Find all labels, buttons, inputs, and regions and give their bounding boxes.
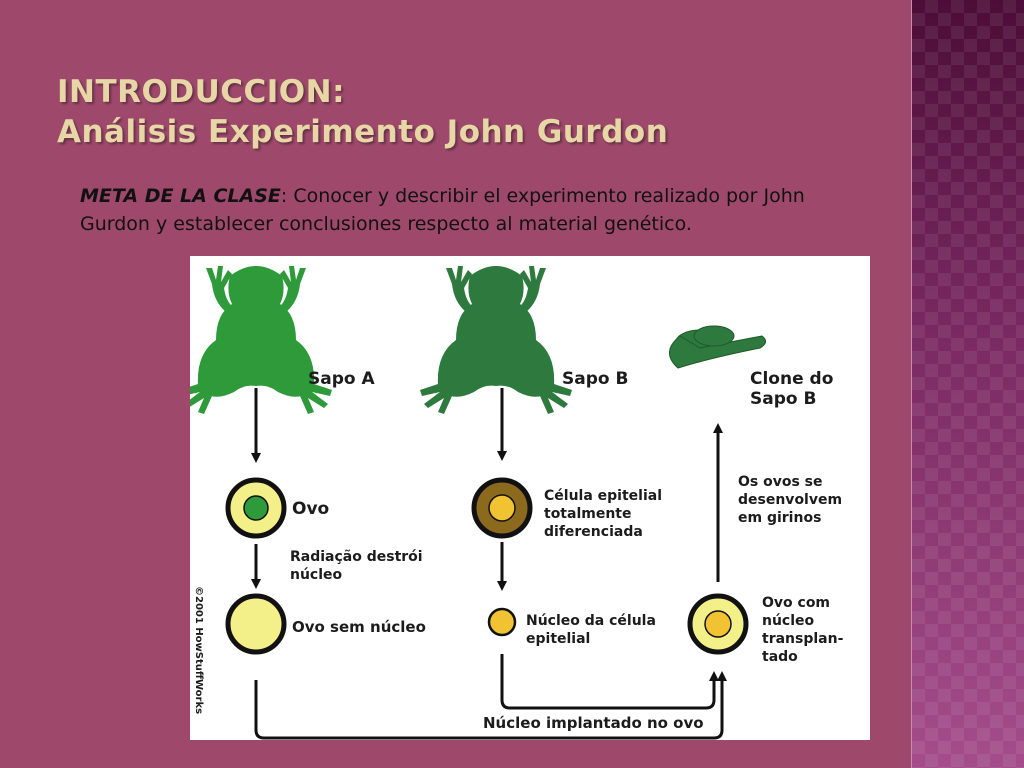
goal-text: : Conocer y describir el experimento rea…	[80, 185, 805, 235]
label-frog-a: Sapo A	[308, 369, 375, 389]
label-transplanted-line2: núcleo	[762, 613, 815, 629]
slide-title: INTRODUCCION: Análisis Experimento John …	[57, 72, 668, 152]
label-egg-no-nucleus: Ovo sem núcleo	[292, 618, 426, 636]
epithelial-cell	[471, 477, 533, 539]
label-implanted: Núcleo implantado no ovo	[483, 714, 704, 732]
label-transplanted-line3: transplan-	[762, 631, 844, 647]
label-radiation-line2: núcleo	[290, 567, 343, 583]
label-develop-line3: em girinos	[738, 510, 821, 526]
implanted-label-background	[480, 711, 710, 733]
label-develop-line1: Os ovos se	[738, 474, 823, 490]
path-empty-egg-to-transplant	[254, 671, 727, 740]
path-nucleus-to-transplant	[500, 654, 719, 710]
label-epithelial-line2: totalmente	[544, 506, 632, 522]
egg-with-nucleus	[225, 477, 287, 539]
epithelial-nucleus	[487, 607, 517, 637]
label-clone-line1: Clone do	[750, 369, 833, 389]
label-develop-line2: desenvolvem	[738, 492, 842, 508]
egg-without-nucleus	[225, 593, 287, 655]
goal-label: META DE LA CLASE	[80, 185, 281, 207]
label-transplanted-line1: Ovo com	[762, 595, 830, 611]
title-line-1: INTRODUCCION:	[57, 74, 345, 110]
tadpole-icon	[669, 325, 766, 369]
label-epithelial-nucleus-line2: epitelial	[526, 631, 590, 647]
title-line-2: Análisis Experimento John Gurdon	[57, 114, 669, 150]
decorative-side-band	[912, 0, 1024, 768]
label-radiation-line1: Radiação destrói	[290, 549, 423, 565]
copyright-notice: ©2001 HowStuffWorks	[193, 586, 204, 714]
label-epithelial-nucleus-line1: Núcleo da célula	[526, 613, 656, 629]
label-clone-line2: Sapo B	[750, 389, 816, 409]
frog-a-icon	[180, 266, 332, 414]
label-transplanted-line4: tado	[762, 649, 798, 665]
label-frog-b: Sapo B	[562, 369, 628, 389]
frog-b-icon	[420, 266, 572, 414]
label-egg: Ovo	[292, 499, 329, 519]
label-epithelial-line1: Célula epitelial	[544, 488, 662, 504]
label-epithelial-line3: diferenciada	[544, 524, 643, 540]
diagram-svg: Sapo A Sapo B Clone do Sapo B Ovo Radiaç…	[180, 266, 844, 740]
class-goal: META DE LA CLASE: Conocer y describir el…	[80, 182, 860, 238]
gurdon-experiment-diagram: Sapo A Sapo B Clone do Sapo B Ovo Radiaç…	[180, 256, 870, 740]
egg-with-transplanted-nucleus	[687, 593, 749, 655]
